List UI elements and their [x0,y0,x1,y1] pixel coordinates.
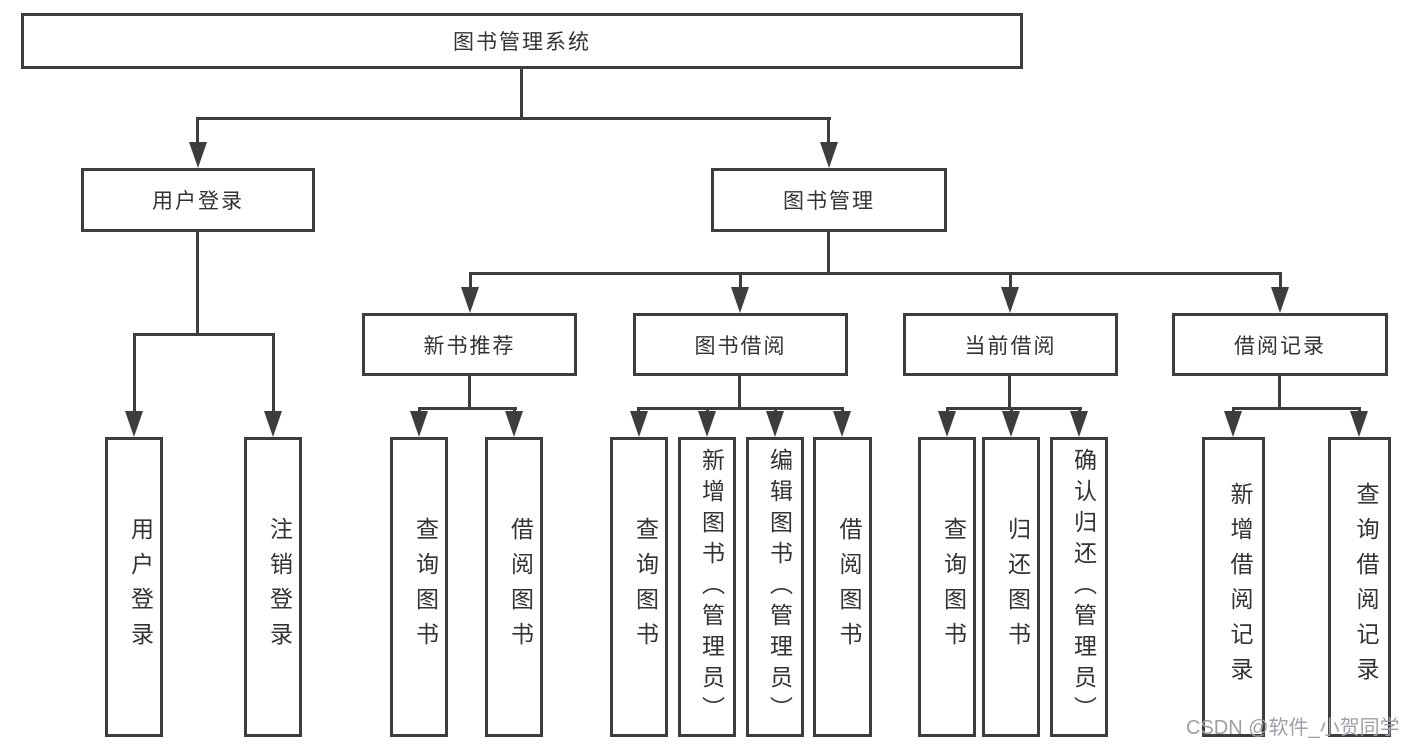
node-new-book-recommend-label: 新书推荐 [423,334,516,358]
leaf-query-books-recommend: 查询图书 [390,437,448,737]
arrow-down-icon [731,287,749,313]
connector-userlogin-stub-right [272,333,275,413]
connector-borrowing-horizontal [637,407,844,410]
leaf-query-books-recommend-label: 查询图书 [412,517,439,657]
connector-current-vertical [1008,376,1011,410]
leaf-user-login-label: 用户登录 [127,517,154,657]
leaf-return-books: 归还图书 [982,437,1040,737]
leaf-logout: 注销登录 [244,437,302,737]
connector-records-vertical [1278,376,1281,410]
connector-root-horizontal [196,117,831,120]
node-current-borrowing: 当前借阅 [903,313,1118,376]
arrow-down-icon [938,411,956,437]
arrow-down-icon [1001,287,1019,313]
connector-root-stub-right [827,117,830,145]
arrow-down-icon [1002,411,1020,437]
node-user-login: 用户登录 [81,168,315,232]
leaf-edit-books-admin-label: 编辑图书（管理员） [766,447,793,727]
leaf-borrow-books-recommend-label: 借阅图书 [507,517,534,657]
connector-newbook-horizontal [418,407,517,410]
leaf-borrow-books: 借阅图书 [813,437,872,737]
node-current-borrowing-label: 当前借阅 [964,334,1057,358]
arrow-down-icon [833,411,851,437]
connector-bookmgmt-horizontal [469,272,1282,275]
node-book-management: 图书管理 [711,168,947,232]
node-book-borrowing: 图书借阅 [633,313,848,376]
leaf-query-books-borrowing-label: 查询图书 [632,517,659,657]
connector-bookmgmt-stub-2 [739,272,742,290]
connector-bookmgmt-stub-3 [1009,272,1012,290]
arrow-down-icon [505,411,523,437]
connector-records-horizontal [1232,407,1361,410]
leaf-add-books-admin: 新增图书（管理员） [678,437,736,737]
leaf-edit-books-admin: 编辑图书（管理员） [746,437,804,737]
leaf-add-borrow-record: 新增借阅记录 [1202,437,1265,737]
leaf-confirm-return-admin: 确认归还（管理员） [1050,437,1108,737]
leaf-query-borrow-record-label: 查询借阅记录 [1353,482,1379,692]
connector-userlogin-stub-left [133,333,136,413]
node-borrowing-records-label: 借阅记录 [1234,334,1326,358]
arrow-down-icon [189,142,207,168]
leaf-query-books-current: 查询图书 [918,437,976,737]
arrow-down-icon [410,411,428,437]
leaf-add-books-admin-label: 新增图书（管理员） [698,447,725,727]
node-root-label: 图书管理系统 [453,31,591,54]
leaf-borrow-books-label: 借阅图书 [836,517,862,657]
arrow-down-icon [1271,287,1289,313]
arrow-down-icon [766,411,784,437]
node-new-book-recommend: 新书推荐 [362,313,577,376]
arrow-down-icon [630,411,648,437]
arrow-down-icon [820,142,838,168]
node-borrowing-records: 借阅记录 [1172,313,1388,376]
leaf-query-books-current-label: 查询图书 [940,517,967,657]
node-book-management-label: 图书管理 [783,190,875,213]
leaf-user-login: 用户登录 [105,437,163,737]
leaf-logout-label: 注销登录 [266,517,293,657]
arrow-down-icon [125,411,143,437]
connector-current-horizontal [946,407,1082,410]
leaf-query-borrow-record: 查询借阅记录 [1328,437,1391,737]
leaf-borrow-books-recommend: 借阅图书 [485,437,543,737]
node-book-borrowing-label: 图书借阅 [694,334,787,358]
arrow-down-icon [1350,411,1368,437]
connector-userlogin-vertical [196,232,199,336]
leaf-add-borrow-record-label: 新增借阅记录 [1227,482,1253,692]
node-root: 图书管理系统 [21,13,1023,69]
leaf-return-books-label: 归还图书 [1004,517,1031,657]
arrow-down-icon [264,411,282,437]
connector-userlogin-horizontal [133,333,275,336]
csdn-watermark: CSDN @软件_小贺同学 [1186,717,1400,739]
connector-newbook-vertical [468,376,471,410]
node-user-login-label: 用户登录 [152,190,244,213]
arrow-down-icon [698,411,716,437]
leaf-confirm-return-admin-label: 确认归还（管理员） [1070,447,1097,727]
arrow-down-icon [1224,411,1242,437]
leaf-query-books-borrowing: 查询图书 [610,437,668,737]
connector-root-vertical [520,69,523,119]
arrow-down-icon [1070,411,1088,437]
arrow-down-icon [461,287,479,313]
connector-borrowing-vertical [738,376,741,410]
connector-bookmgmt-stub-4 [1279,272,1282,290]
connector-bookmgmt-vertical [827,232,830,275]
connector-root-stub-left [196,117,199,145]
connector-bookmgmt-stub-1 [469,272,472,290]
